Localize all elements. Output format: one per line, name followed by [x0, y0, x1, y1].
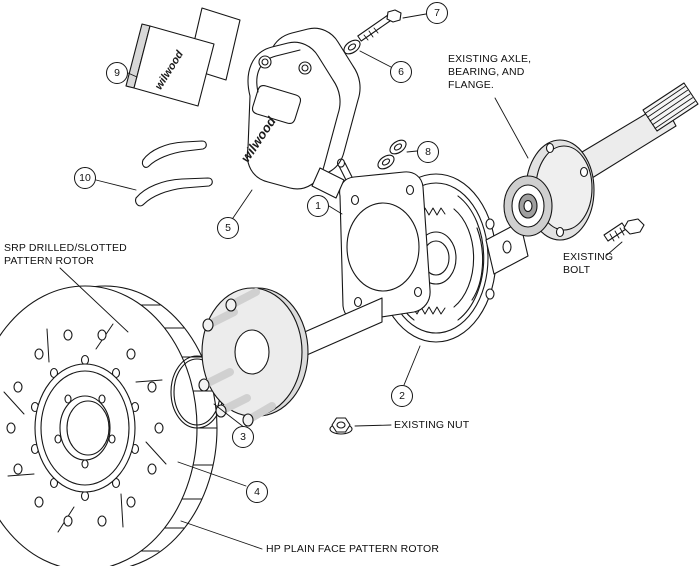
- existing-nut-drawing: [329, 417, 353, 435]
- callout-8-number: 8: [425, 146, 431, 158]
- bearing-drawing: [503, 175, 553, 237]
- callout-7: 7: [426, 2, 448, 24]
- washer-drawing: [343, 39, 361, 55]
- callout-7-number: 7: [434, 7, 440, 19]
- label-hp-rotor: HP PLAIN FACE PATTERN ROTOR: [266, 543, 440, 555]
- callout-2-number: 2: [399, 390, 405, 402]
- label-existing-axle: EXISTING AXLE, BEARING, AND FLANGE.: [448, 53, 532, 92]
- callout-1-number: 1: [315, 200, 321, 212]
- callout-10-number: 10: [79, 172, 91, 184]
- brake-pads-drawing: wilwood: [125, 7, 241, 107]
- backing-plate-drawing: [336, 158, 431, 321]
- leader-lines: [59, 13, 623, 550]
- callout-2: 2: [391, 385, 413, 407]
- callout-8: 8: [417, 141, 439, 163]
- hub-adapter-drawing: [198, 287, 309, 427]
- axle-assembly-drawing: [503, 82, 699, 241]
- callout-6: 6: [390, 61, 412, 83]
- rotor-drilled-holes-inner: [30, 354, 140, 502]
- callout-9: 9: [106, 62, 128, 84]
- callout-10: 10: [74, 167, 96, 189]
- rotor-drilled-holes-outer: [6, 329, 164, 527]
- axle-bracket-drawing: [485, 221, 529, 275]
- anti-rattle-clips-drawing: [135, 140, 213, 207]
- callout-5-number: 5: [225, 222, 231, 234]
- rotor-drawing: [0, 285, 218, 566]
- callout-9-number: 9: [114, 67, 120, 79]
- caliper-bolt-drawing: [357, 9, 402, 42]
- wheel-studs-drawing: [198, 288, 276, 427]
- label-srp-rotor: SRP DRILLED/SLOTTED PATTERN ROTOR: [4, 242, 127, 268]
- callout-4-number: 4: [254, 486, 260, 498]
- callout-6-number: 6: [398, 66, 404, 78]
- callout-3: 3: [232, 426, 254, 448]
- label-existing-bolt: EXISTING BOLT: [563, 251, 614, 277]
- callout-4: 4: [246, 481, 268, 503]
- callout-1: 1: [307, 195, 329, 217]
- callout-3-number: 3: [240, 431, 246, 443]
- callout-5: 5: [217, 217, 239, 239]
- label-existing-nut: EXISTING NUT: [394, 419, 470, 431]
- existing-bolt-drawing: [603, 218, 645, 242]
- washers-pair-drawing: [377, 139, 407, 170]
